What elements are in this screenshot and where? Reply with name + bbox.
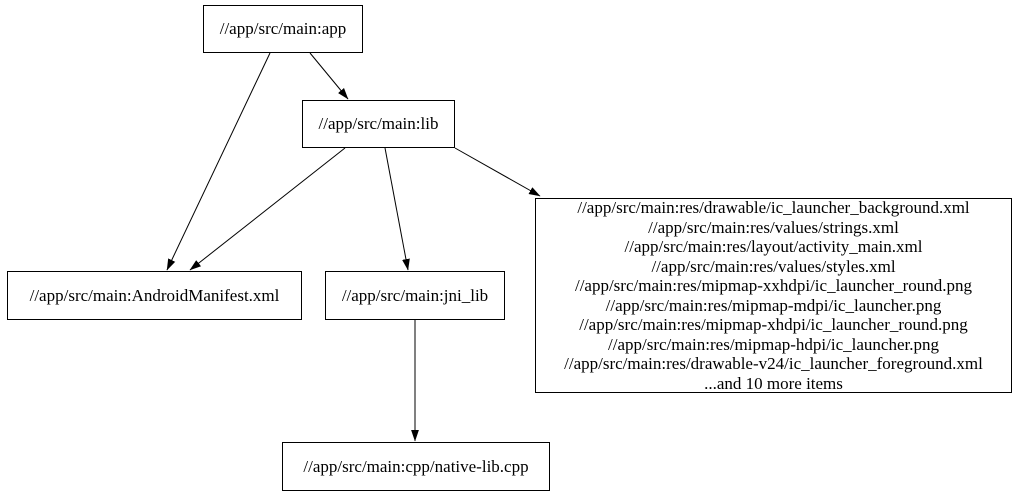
node-android-manifest-label: //app/src/main:AndroidManifest.xml — [29, 285, 280, 305]
res-file-label: //app/src/main:res/mipmap-mdpi/ic_launch… — [605, 295, 942, 315]
node-lib-label: //app/src/main:lib — [318, 114, 439, 134]
res-file-label: //app/src/main:res/drawable-v24/ic_launc… — [564, 354, 983, 373]
node-app-label: //app/src/main:app — [219, 19, 347, 39]
res-more-items-label: ...and 10 more items — [704, 373, 843, 393]
node-jni-lib-label: //app/src/main:jni_lib — [341, 285, 489, 305]
res-file-label: //app/src/main:res/values/strings.xml — [648, 217, 899, 237]
edge-app-to-lib — [309, 52, 349, 100]
node-app: //app/src/main:app — [203, 5, 363, 53]
edge-lib-to-res-group — [454, 147, 541, 197]
edge-app-to-android-manifest — [166, 52, 271, 271]
res-file-label: //app/src/main:res/mipmap-hdpi/ic_launch… — [608, 334, 939, 354]
node-lib: //app/src/main:lib — [302, 100, 455, 148]
node-android-manifest: //app/src/main:AndroidManifest.xml — [7, 271, 302, 320]
res-file-label: //app/src/main:res/drawable/ic_launcher_… — [577, 198, 970, 217]
edge-lib-to-jni-lib — [384, 147, 410, 271]
res-file-label: //app/src/main:res/values/styles.xml — [651, 256, 896, 276]
res-file-label: //app/src/main:res/layout/activity_main.… — [624, 237, 923, 256]
res-file-label: //app/src/main:res/mipmap-xhdpi/ic_launc… — [579, 315, 968, 334]
node-native-lib-cpp-label: //app/src/main:cpp/native-lib.cpp — [303, 456, 529, 476]
edge-lib-to-android-manifest — [189, 147, 346, 271]
node-res-group: //app/src/main:res/drawable/ic_launcher_… — [535, 198, 1012, 393]
node-jni-lib: //app/src/main:jni_lib — [325, 271, 505, 320]
node-native-lib-cpp: //app/src/main:cpp/native-lib.cpp — [282, 442, 550, 491]
res-file-label: //app/src/main:res/mipmap-xxhdpi/ic_laun… — [574, 276, 973, 295]
